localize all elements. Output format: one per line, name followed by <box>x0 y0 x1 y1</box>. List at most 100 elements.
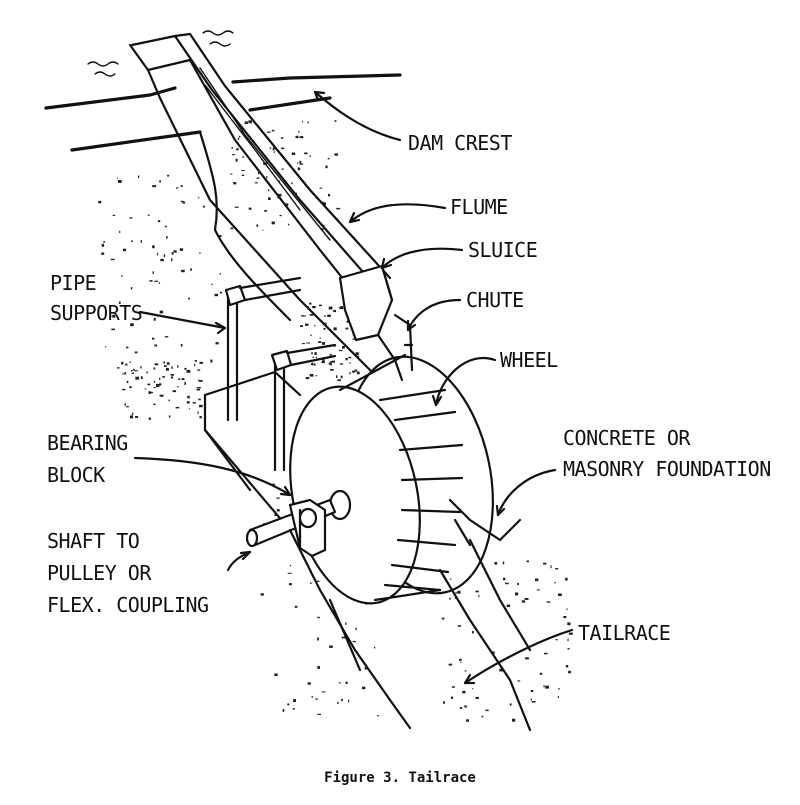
stipple-dot <box>140 365 142 369</box>
label-bearing-block-line1: BEARING <box>47 431 128 455</box>
stipple-dot <box>297 162 299 164</box>
stipple-dot <box>567 648 570 650</box>
stipple-dot <box>319 187 323 189</box>
stipple-dot <box>341 698 343 702</box>
stipple-dot <box>459 707 463 709</box>
stipple-dot <box>262 229 264 231</box>
stipple-dot <box>305 323 309 326</box>
stipple-dot <box>211 283 213 285</box>
stipple-dot <box>515 592 519 596</box>
stipple-dot <box>159 377 161 380</box>
stipple-dot <box>354 369 358 372</box>
stipple-dot <box>153 403 156 406</box>
stipple-dot <box>450 696 453 699</box>
stipple-dot <box>330 362 332 366</box>
stipple-dot <box>199 361 203 364</box>
stipple-dot <box>121 275 123 277</box>
stipple-dot <box>281 147 285 150</box>
stipple-dot <box>186 401 190 404</box>
stipple-dot <box>307 121 309 124</box>
stipple-dot <box>565 577 568 581</box>
stipple-dot <box>122 373 127 375</box>
stipple-dot <box>101 252 105 255</box>
stipple-dot <box>105 346 107 348</box>
stipple-dot <box>181 269 185 273</box>
stipple-dot <box>230 227 234 230</box>
stipple-dot <box>554 582 556 584</box>
stipple-dot <box>154 344 158 347</box>
label-tailrace: TAILRACE <box>578 621 670 645</box>
stipple-dot <box>276 497 280 499</box>
water-wheel <box>289 353 494 605</box>
stipple-dot <box>302 343 305 345</box>
stipple-dot <box>112 314 116 318</box>
stipple-dot <box>175 406 180 409</box>
stipple-dot <box>355 627 357 631</box>
stipple-dot <box>237 137 240 140</box>
stipple-dot <box>163 365 167 367</box>
stipple-dot <box>321 691 326 693</box>
stipple-dot <box>464 705 467 708</box>
stipple-dot <box>297 167 301 171</box>
stipple-dot <box>267 131 271 133</box>
stipple-dot <box>503 577 506 581</box>
stipple-dot <box>271 129 275 132</box>
stipple-dot <box>449 578 452 580</box>
stipple-dot <box>364 667 367 670</box>
stipple-dot <box>152 245 155 249</box>
stipple-dot <box>442 617 444 620</box>
stipple-dot <box>352 370 356 373</box>
stipple-dot <box>232 154 235 156</box>
stipple-dot <box>346 321 348 323</box>
stipple-dot <box>181 378 185 381</box>
stipple-dot <box>173 250 177 253</box>
stipple-dot <box>130 240 133 242</box>
label-flume: FLUME <box>450 195 508 219</box>
stipple-dot <box>524 598 529 600</box>
stipple-dot <box>150 391 153 394</box>
stipple-dot <box>214 293 218 297</box>
stipple-dot <box>509 703 512 706</box>
shaft-bearing <box>245 498 337 558</box>
stipple-dot <box>318 341 322 343</box>
stipple-dot <box>311 696 313 698</box>
stipple-dot <box>177 386 179 388</box>
stipple-dot <box>349 362 351 364</box>
stipple-dot <box>464 670 467 672</box>
stipple-dot <box>124 403 126 406</box>
stipple-dot <box>149 280 153 282</box>
stipple-dot <box>190 268 192 271</box>
stipple-dot <box>328 362 331 365</box>
stipple-dot <box>119 230 121 233</box>
stipple-dot <box>328 306 333 310</box>
stipple-dot <box>462 690 466 694</box>
stipple-dot <box>110 258 115 261</box>
stipple-dot <box>337 379 341 382</box>
stipple-dot <box>543 562 547 565</box>
stipple-dot <box>140 376 143 380</box>
label-foundation-line1: CONCRETE OR <box>563 426 691 450</box>
stipple-dot <box>322 358 325 362</box>
stipple-dot <box>309 374 314 377</box>
stipple-dot <box>103 241 105 243</box>
stipple-dot <box>314 363 316 366</box>
stipple-dot <box>118 301 121 304</box>
stipple-dot <box>182 201 186 204</box>
stipple-dot <box>309 314 314 316</box>
stipple-dot <box>236 148 239 151</box>
stipple-dot <box>336 375 338 378</box>
stipple-dot <box>163 361 165 364</box>
stipple-dot <box>179 248 184 251</box>
stipple-dot <box>197 369 201 371</box>
stipple-dot <box>539 672 543 675</box>
stipple-dot <box>345 681 348 684</box>
stipple-dot <box>197 379 199 381</box>
stipple-dot <box>352 338 356 340</box>
dam-crest <box>44 73 402 152</box>
stipple-dot <box>177 365 179 368</box>
stipple-dot <box>321 361 325 364</box>
stipple-dot <box>454 597 457 599</box>
stipple-dot <box>485 709 489 712</box>
stipple-dot <box>333 309 336 313</box>
stipple-dot <box>317 637 319 641</box>
